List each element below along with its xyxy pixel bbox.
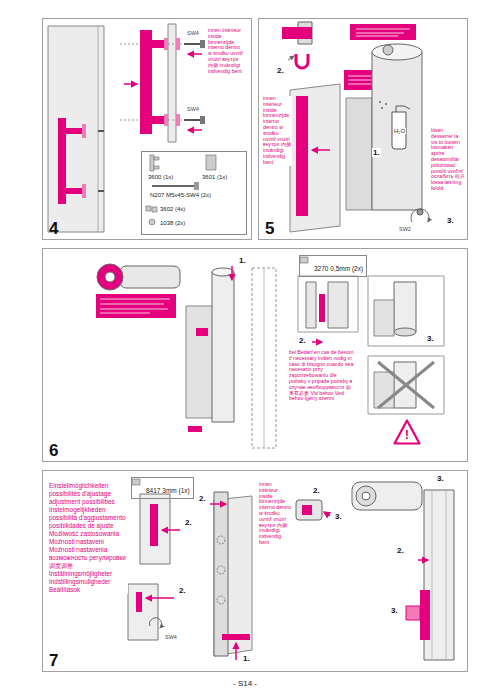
step-callout: 2. bbox=[312, 486, 321, 495]
part-tag: 3270 0,5mm (2x) bbox=[299, 255, 367, 277]
step-callout: 1. bbox=[242, 654, 251, 663]
page-number: - S14 - bbox=[232, 679, 258, 688]
warning-triangle: ! bbox=[393, 419, 421, 445]
tool-size: SW4 bbox=[164, 634, 178, 640]
step-callout: 2. bbox=[396, 546, 405, 555]
part-number: 3601 (1x) bbox=[202, 174, 227, 180]
panel-4-art bbox=[48, 24, 216, 232]
parts-list-box: 3600 (1x) 3601 (1x) N207 M5x45-SW4 (2x) 360… bbox=[141, 151, 247, 235]
step-callout: 3. bbox=[436, 474, 445, 483]
part-number: 1038 (2x) bbox=[160, 220, 185, 226]
step-callout: 3. bbox=[390, 606, 399, 615]
part-number: 8417 3mm (1x) bbox=[146, 487, 190, 494]
water-mark: H₂O bbox=[393, 128, 406, 134]
step-number: 5 bbox=[265, 220, 274, 237]
step-callout: 2. bbox=[198, 494, 207, 503]
multilingual-heading: Einstellmöglichkeiten possibilités d'aju… bbox=[48, 482, 128, 594]
tool-size: SW2 bbox=[398, 226, 412, 232]
multilingual-note: innen intérieur inside binnenzijde inter… bbox=[262, 96, 292, 166]
step-callout: 1. bbox=[238, 256, 247, 265]
part-number: 3600 (1x) bbox=[148, 174, 173, 180]
step-callout: 2. bbox=[184, 518, 193, 527]
step-number: 7 bbox=[49, 652, 58, 669]
step-callout: 1. bbox=[372, 148, 381, 157]
step-panel: 6 3270 0,5mm (2x)! bbox=[42, 248, 468, 462]
step-number: 6 bbox=[49, 442, 58, 459]
multilingual-note: innen intérieur inside binnenzijde inter… bbox=[207, 28, 245, 74]
part-number: 3602 (4x) bbox=[160, 206, 185, 212]
step-callout: 2. bbox=[298, 336, 307, 345]
multilingual-note: innen intérieur inside binnenzijde inter… bbox=[258, 482, 292, 546]
part-number: N207 M5x45-SW4 (2x) bbox=[150, 192, 211, 198]
multilingual-note: lösen desserrer la vis to loosen losmake… bbox=[430, 128, 466, 192]
panel-6-art bbox=[96, 257, 444, 448]
step-callout: 3. bbox=[446, 216, 455, 225]
multilingual-note: bei Bedarf en cas de besoin if necessary… bbox=[288, 350, 356, 402]
step-callout: 2. bbox=[276, 66, 285, 75]
panel-5-art bbox=[282, 22, 429, 232]
part-tag: 8417 3mm (1x) bbox=[131, 477, 194, 499]
tool-size: SW4 bbox=[186, 30, 200, 36]
warning-mark: ! bbox=[393, 419, 421, 441]
step-callout: 3. bbox=[426, 334, 435, 343]
tool-size: SW4 bbox=[186, 106, 200, 112]
step-callout: 3. bbox=[334, 512, 343, 521]
step-number: 4 bbox=[49, 220, 58, 237]
part-number: 3270 0,5mm (2x) bbox=[314, 265, 363, 272]
step-callout: 2. bbox=[178, 586, 187, 595]
panel-7-art bbox=[128, 479, 454, 660]
